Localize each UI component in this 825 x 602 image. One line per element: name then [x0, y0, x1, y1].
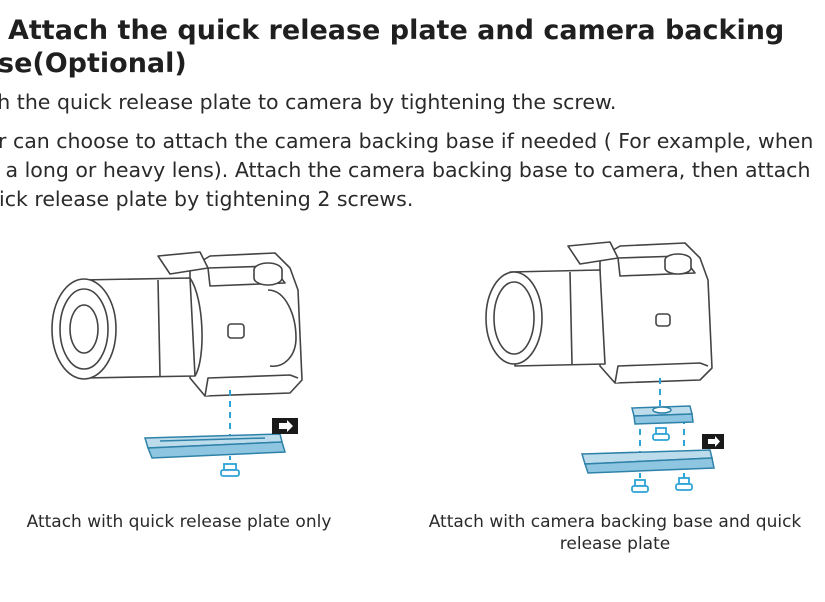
arrow-right-icon — [702, 434, 724, 449]
instruction-2-line-2: g a long or heavy lens). Attach the came… — [0, 158, 811, 182]
figure-2-caption: Attach with camera backing base and quic… — [428, 512, 802, 554]
figure-1-caption: Attach with quick release plate only — [26, 512, 332, 532]
screw-icon — [220, 463, 240, 477]
quick-release-plate — [144, 433, 286, 459]
screw-icon — [631, 479, 649, 493]
instruction-2-line-1: r can choose to attach the camera backin… — [0, 129, 814, 153]
figure-plate-only — [51, 251, 303, 477]
camera-illustration — [51, 251, 303, 397]
camera-illustration — [485, 241, 713, 384]
instruction-2-line-3: uick release plate by tightening 2 screw… — [0, 187, 414, 211]
quick-release-plate — [581, 449, 715, 474]
camera-backing-base — [631, 405, 694, 425]
next-section-heading-cutoff — [60, 588, 400, 602]
figure-backing-base-and-plate — [485, 241, 724, 493]
arrow-right-icon — [272, 418, 298, 434]
instruction-1: ch the quick release plate to camera by … — [0, 90, 617, 114]
section-heading: Attach the quick release plate and camer… — [0, 14, 784, 80]
heading-line-1: Attach the quick release plate and camer… — [8, 15, 785, 46]
instruction-2: r can choose to attach the camera backin… — [0, 127, 813, 214]
screw-icon — [675, 477, 693, 491]
screw-icon — [652, 427, 670, 441]
heading-line-2: se(Optional) — [0, 48, 187, 79]
